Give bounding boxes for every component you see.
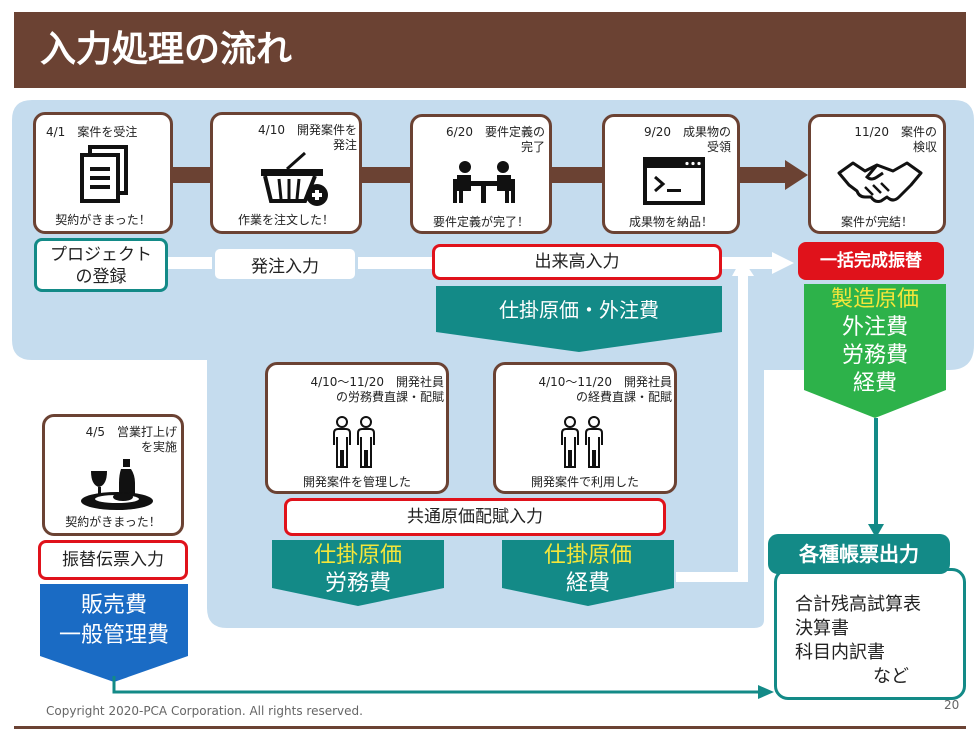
project-registration-label: プロジェクト の登録 <box>34 238 168 292</box>
wip-expense-chevron <box>502 540 674 606</box>
footer-divider <box>14 726 966 729</box>
wip-outsource-chevron <box>436 286 722 352</box>
page-number: 20 <box>944 698 960 712</box>
labor-allocation-card: 4/10～11/20 開発社員 の労務費直課・配賦 開発案件を管理した <box>265 362 449 494</box>
order-entry-label: 発注入力 <box>212 246 358 282</box>
progress-entry-label: 出来高入力 <box>432 244 722 280</box>
manufacturing-cost-chevron <box>804 284 946 418</box>
sales-output-connector-arrow <box>112 676 774 699</box>
sales-admin-chevron <box>40 584 188 682</box>
people-icon <box>333 416 375 468</box>
report-item-account-details: 科目内訳書 <box>795 642 885 663</box>
meeting-icon <box>453 161 515 203</box>
common-allocation-label: 共通原価配賦入力 <box>284 498 666 536</box>
manufacturing-expense-item: 経費 <box>852 371 897 396</box>
expense-allocation-card: 4/10～11/20 開発社員 の経費直課・配賦 開発案件で利用した <box>493 362 677 494</box>
timeline-card-requirements: 6/20 要件定義の 完了 要件定義が完了！ <box>410 114 552 234</box>
manufacturing-labor-item: 労務費 <box>841 343 908 368</box>
wip-expense-heading: 仕掛原価 <box>543 543 632 568</box>
shopping-basket-icon <box>261 151 328 206</box>
wip-outsource-text: 仕掛原価・外注費 <box>499 298 659 322</box>
wip-labor-chevron <box>272 540 444 606</box>
copyright-text: Copyright 2020-PCA Corporation. All righ… <box>46 704 363 718</box>
dinner-icon <box>81 459 153 510</box>
people-icon <box>561 416 603 468</box>
report-output-heading: 各種帳票出力 <box>768 534 950 574</box>
timeline-card-order-received: 4/1 案件を受注 契約がきまった！ <box>33 112 173 234</box>
transfer-slip-label: 振替伝票入力 <box>38 540 188 580</box>
wip-expense-item: 経費 <box>565 571 610 596</box>
report-item-trial-balance: 合計残高試算表 <box>795 594 921 615</box>
upward-flow-arrow <box>676 258 754 582</box>
sales-cost-item: 販売費 <box>80 593 147 618</box>
timeline-card-deliverable: 9/20 成果物の 受領 成果物を納品！ <box>602 114 740 234</box>
report-item-etc: など <box>873 666 909 687</box>
report-item-financial-statements: 決算書 <box>795 618 849 639</box>
report-output-box: 合計残高試算表 決算書 科目内訳書 など <box>774 568 966 700</box>
manufacturing-outsource-item: 外注費 <box>841 315 908 340</box>
manufacturing-cost-heading: 製造原価 <box>830 287 919 312</box>
admin-cost-item: 一般管理費 <box>58 623 169 648</box>
title-bar <box>14 12 966 88</box>
wip-labor-item: 労務費 <box>324 571 391 596</box>
wip-labor-heading: 仕掛原価 <box>313 543 402 568</box>
timeline-card-development-order: 4/10 開発案件を 発注 作業を注文した！ <box>210 112 362 234</box>
terminal-icon <box>643 157 705 205</box>
page-title: 入力処理の流れ <box>40 29 293 70</box>
timeline-card-inspection: 11/20 案件の 検収 案件が完結！ <box>808 114 946 234</box>
output-connector-arrow <box>868 418 884 538</box>
handshake-icon <box>837 161 923 203</box>
sales-party-card: 4/5 営業打上げ を実施 契約がきまった！ <box>42 414 184 536</box>
batch-completion-label: 一括完成振替 <box>798 242 944 280</box>
document-icon <box>80 145 128 203</box>
